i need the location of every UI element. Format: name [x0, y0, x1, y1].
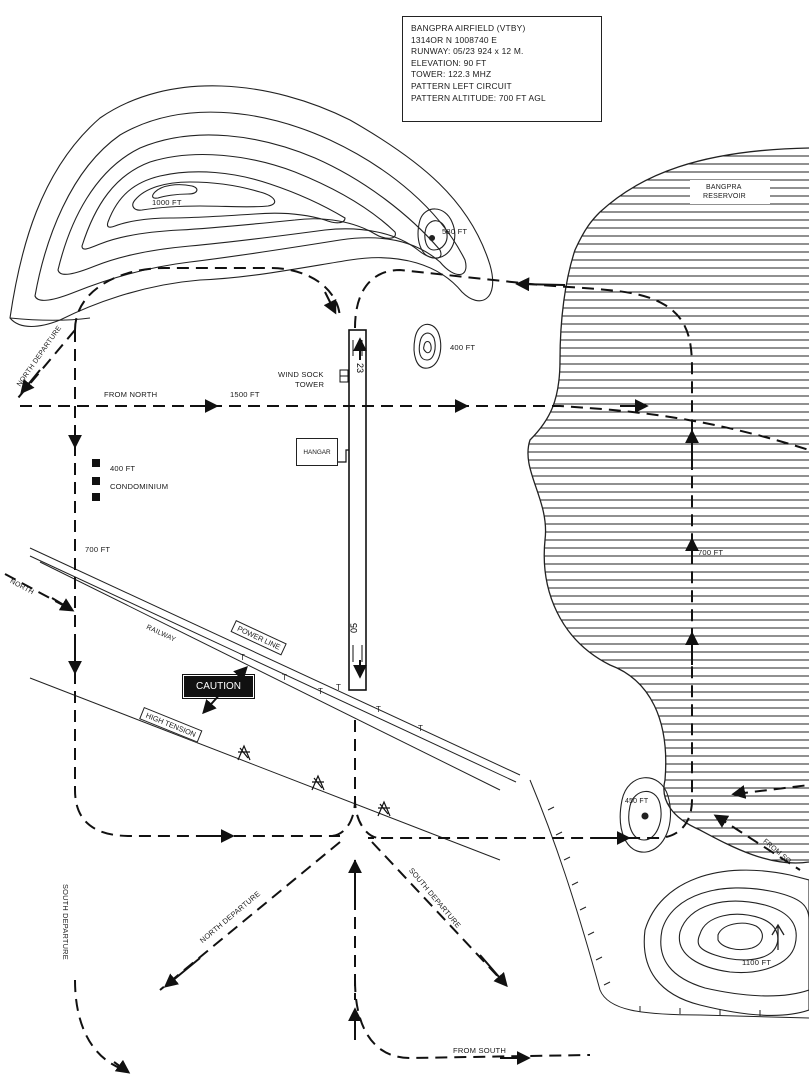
- info-elevation: ELEVATION: 90 FT: [411, 57, 487, 68]
- airfield-info-box: BANGPRA AIRFIELD (VTBY) 1314OR N 1008740…: [402, 16, 602, 122]
- svg-text:T: T: [376, 705, 381, 714]
- railway: [29, 547, 521, 783]
- peak-1100-label: 1100 FT: [742, 958, 772, 967]
- info-pattern: PATTERN LEFT CIRCUIT: [411, 80, 512, 91]
- condominium-label: CONDOMINIUM: [110, 482, 169, 491]
- hangar-building: HANGAR: [296, 438, 338, 466]
- high-tension-towers: [237, 744, 391, 817]
- altitude-1500-label: 1500 FT: [230, 390, 260, 399]
- info-coordinates: 1314OR N 1008740 E: [411, 34, 498, 45]
- svg-text:T: T: [318, 687, 323, 696]
- svg-text:T: T: [282, 673, 287, 682]
- hill-400: [413, 323, 442, 369]
- svg-text:T: T: [336, 683, 341, 692]
- caution-badge: CAUTION: [182, 674, 255, 699]
- power-lines: [29, 561, 501, 861]
- windsock-label: WIND SOCK: [278, 370, 324, 379]
- info-tower: TOWER: 122.3 MHZ: [411, 69, 492, 80]
- shoreline-left: [9, 317, 91, 321]
- peak-450-label: 450 FT: [625, 798, 649, 805]
- from-south-label: FROM SOUTH: [453, 1046, 507, 1055]
- info-runway: RUNWAY: 05/23 924 x 12 M.: [411, 46, 524, 57]
- hill-580: [417, 208, 456, 259]
- svg-text:05: 05: [349, 623, 359, 633]
- svg-text:23: 23: [355, 363, 365, 373]
- altitude-700-right-label: 700 FT: [698, 548, 724, 557]
- runway: 23 05: [338, 329, 367, 691]
- tower-label: TOWER: [295, 380, 325, 389]
- reservoir-label-2: RESERVOIR: [703, 193, 746, 200]
- info-pattern-altitude: PATTERN ALTITUDE: 700 FT AGL: [411, 92, 546, 103]
- info-airfield-name: BANGPRA AIRFIELD (VTBY): [411, 23, 526, 33]
- peak-1000-label: 1000 FT: [152, 198, 182, 207]
- peak-580-label: 580 FT: [442, 227, 468, 236]
- altitude-700-left-label: 700 FT: [85, 545, 111, 554]
- peak-400-label: 400 FT: [450, 343, 476, 352]
- hill-1100: [643, 869, 809, 1016]
- svg-text:T: T: [418, 724, 423, 733]
- reservoir: [527, 147, 809, 864]
- condo-altitude-label: 400 FT: [110, 464, 136, 473]
- from-north-label: FROM NORTH: [104, 390, 158, 399]
- condominium-markers: [92, 459, 100, 501]
- power-line-towers: T T T T T T: [240, 653, 423, 733]
- hill-450: [619, 777, 672, 853]
- south-departure-left-label: SOUTH DEPARTURE: [61, 884, 70, 960]
- road: [529, 779, 809, 1019]
- hangar-label: HANGAR: [303, 448, 331, 456]
- reservoir-label-1: BANGPRA: [706, 184, 742, 191]
- caution-label: CAUTION: [196, 681, 241, 692]
- svg-text:T: T: [240, 653, 245, 662]
